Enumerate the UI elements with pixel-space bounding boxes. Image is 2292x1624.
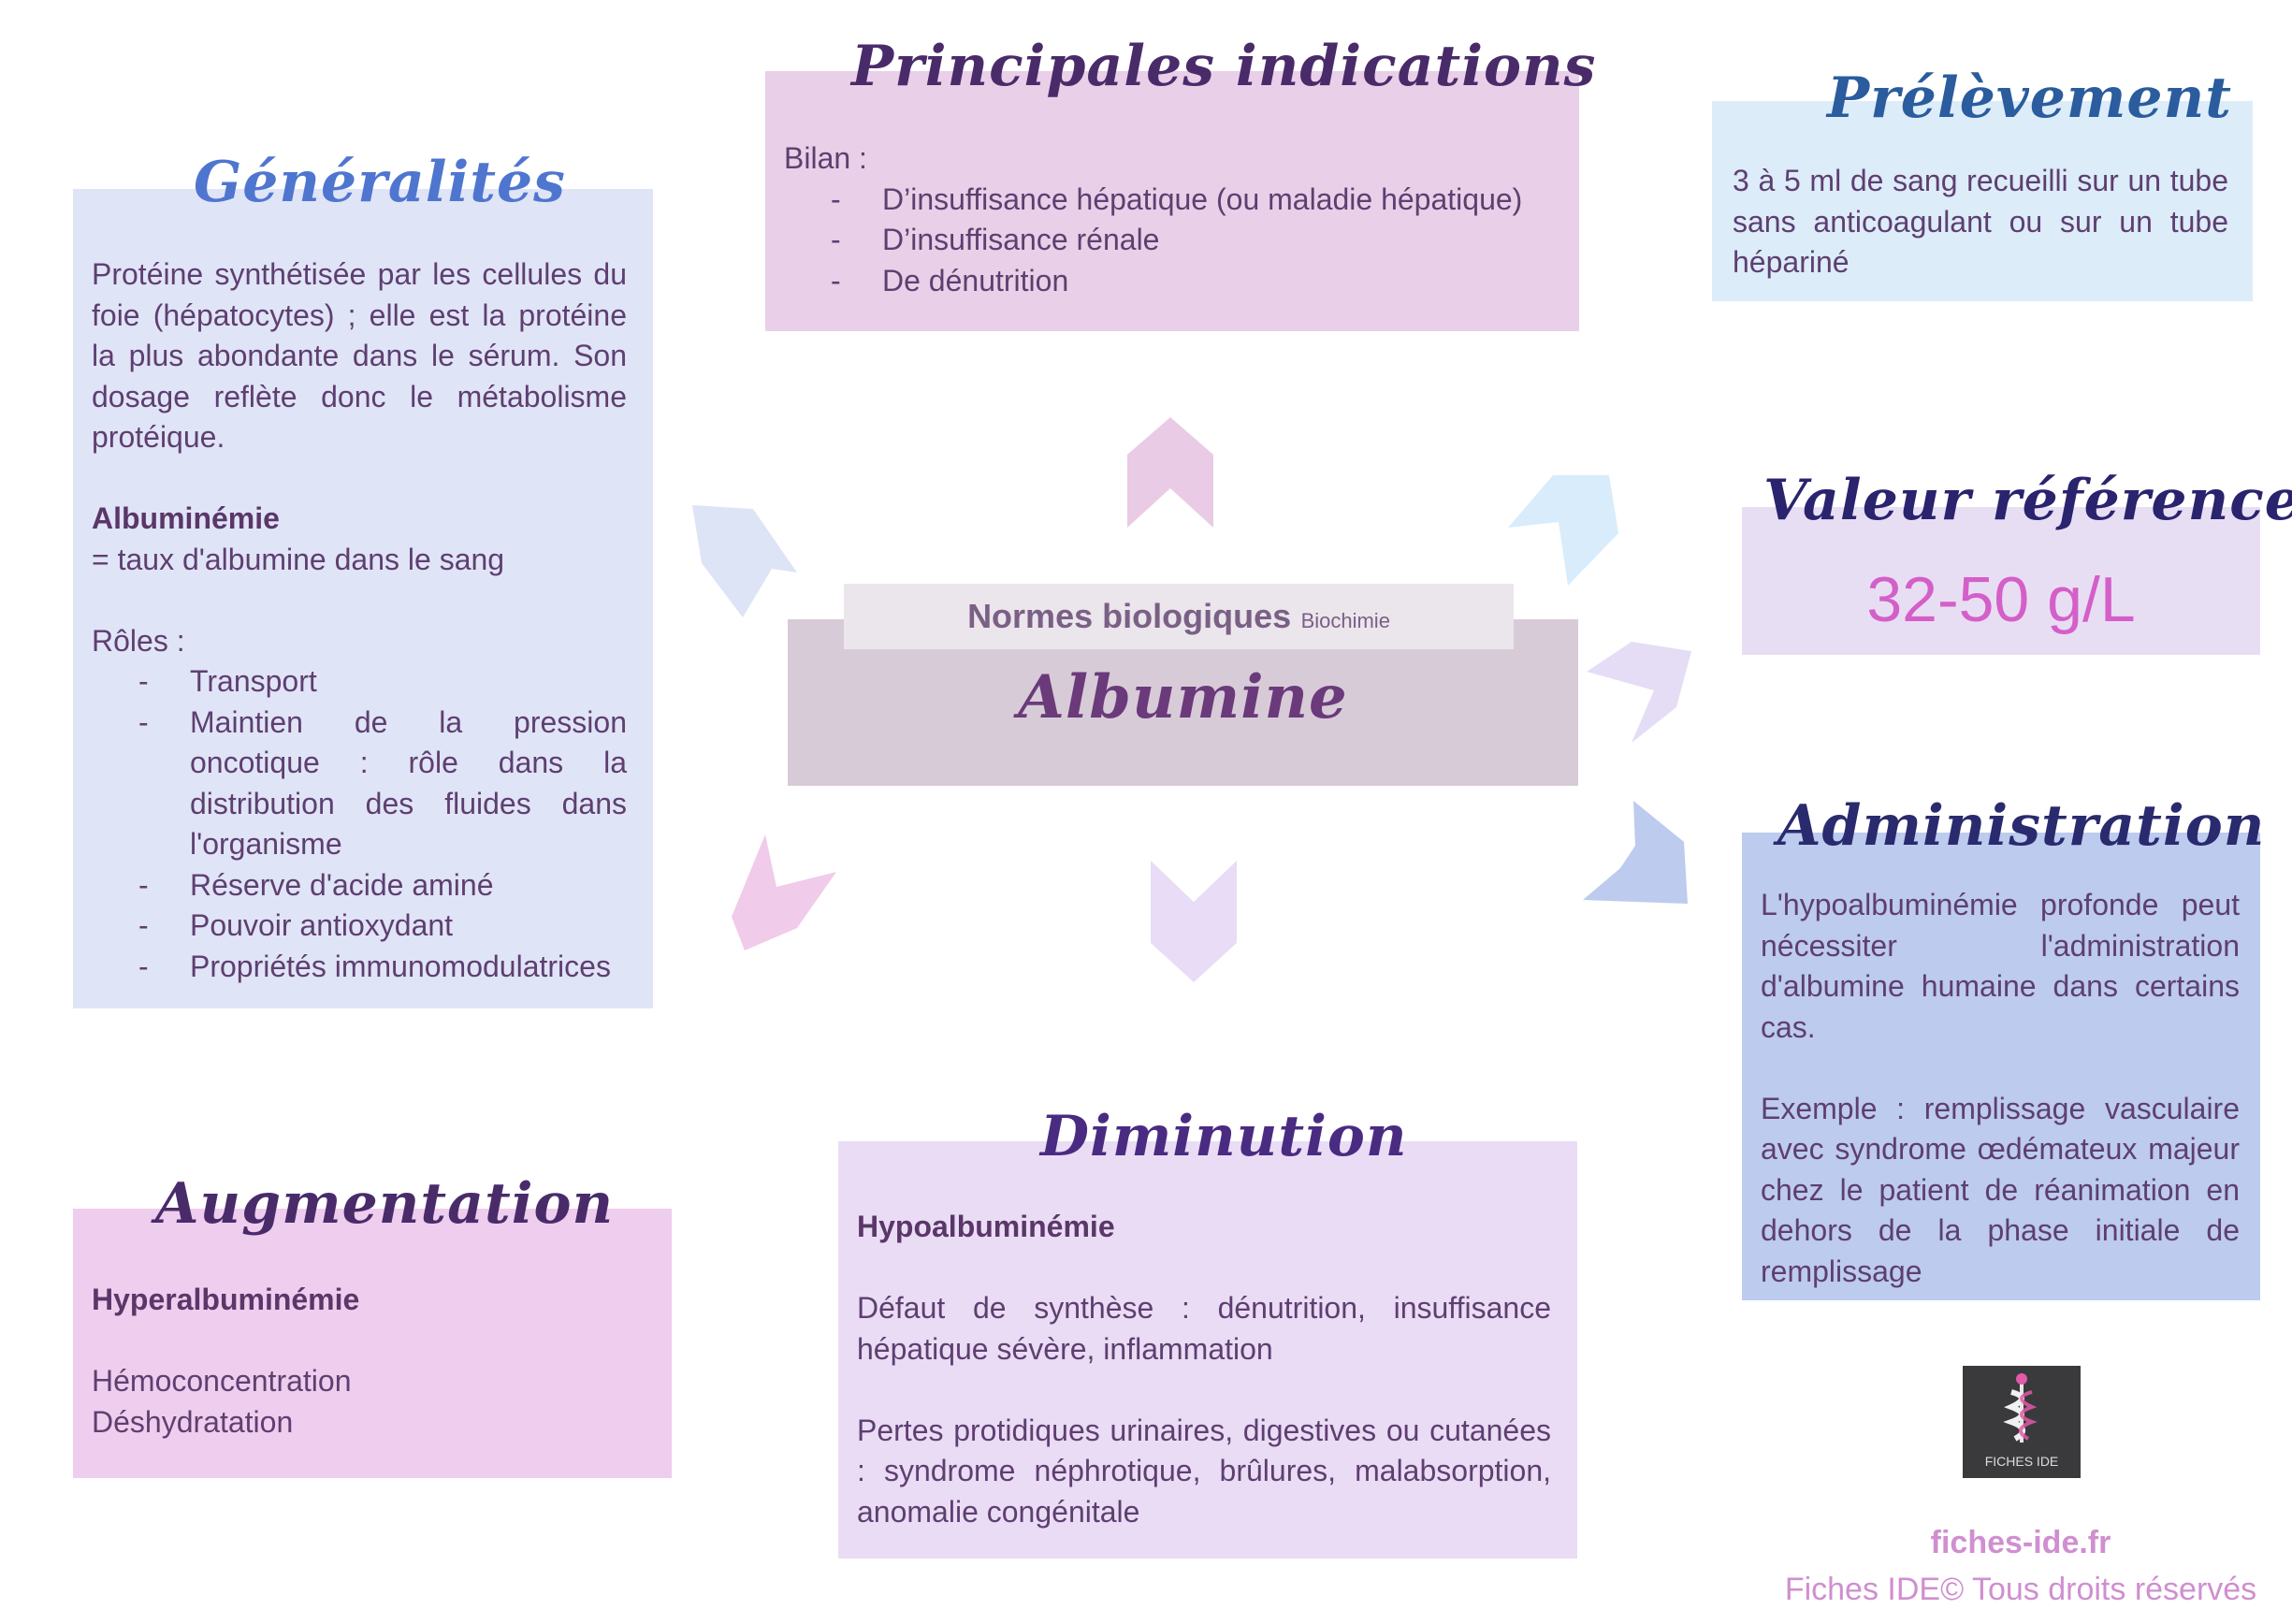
prelevement-panel: 3 à 5 ml de sang recueilli sur un tube s… (1712, 101, 2253, 301)
list-item: D’insuffisance rénale (784, 220, 1570, 261)
hypoalbuminemie-term: Hypoalbuminémie (857, 1210, 1115, 1243)
prelevement-title: Prélèvement (1827, 65, 2232, 131)
indications-lead: Bilan : (784, 141, 867, 175)
diminution-title: Diminution (1040, 1104, 1408, 1169)
valeur-title: Valeur référence (1763, 468, 2292, 533)
administration-body: L'hypoalbuminémie profonde peut nécessit… (1761, 885, 2240, 1292)
albuminemie-definition: = taux d'albumine dans le sang (92, 542, 505, 576)
central-title: Albumine (1018, 662, 1348, 732)
administration-p1: L'hypoalbuminémie profonde peut nécessit… (1761, 888, 2240, 1044)
prelevement-text: 3 à 5 ml de sang recueilli sur un tube s… (1733, 164, 2228, 279)
generalites-title: Généralités (194, 150, 566, 215)
site-link[interactable]: fiches-ide.fr (1930, 1525, 2111, 1560)
chevron-right-arrow (1587, 642, 1691, 743)
list-item: Maintien de la pression oncotique : rôle… (92, 703, 627, 865)
central-header-label: Normes biologiques (967, 597, 1292, 635)
chevron-up-arrow (1127, 417, 1213, 528)
indications-list: D’insuffisance hépatique (ou maladie hép… (784, 180, 1570, 302)
administration-panel: L'hypoalbuminémie profonde peut nécessit… (1742, 833, 2260, 1300)
list-item: De dénutrition (784, 261, 1570, 302)
reference-value: 32-50 g/L (1866, 564, 2136, 635)
caduceus-icon (2003, 1373, 2038, 1443)
diminution-panel: Hypoalbuminémie Défaut de synthèse : dén… (838, 1141, 1577, 1559)
generalites-panel: Protéine synthétisée par les cellules du… (73, 189, 653, 1008)
chevron-upper-left-arrow (692, 505, 797, 617)
augmentation-line: Hémoconcentration (92, 1364, 352, 1398)
list-item: Réserve d'acide aminé (92, 865, 627, 906)
augmentation-title: Augmentation (155, 1171, 615, 1237)
chevron-down-arrow (1151, 861, 1237, 982)
rights-text: Fiches IDE© Tous droits réservés (1784, 1572, 2257, 1607)
chevron-upper-right-arrow (1508, 475, 1618, 586)
roles-list: Transport Maintien de la pression oncoti… (92, 661, 627, 987)
logo-text: FICHES IDE (1984, 1454, 2059, 1469)
list-item: Pouvoir antioxydant (92, 906, 627, 947)
diminution-body: Hypoalbuminémie Défaut de synthèse : dén… (857, 1207, 1551, 1532)
generalites-intro: Protéine synthétisée par les cellules du… (92, 257, 627, 454)
valeur-panel: 32-50 g/L (1742, 507, 2260, 655)
generalites-body: Protéine synthétisée par les cellules du… (92, 254, 627, 987)
central-header-small: Biochimie (1300, 609, 1390, 632)
prelevement-body: 3 à 5 ml de sang recueilli sur un tube s… (1733, 161, 2228, 283)
indications-panel: Bilan : D’insuffisance hépatique (ou mal… (765, 71, 1579, 331)
list-item: Propriétés immunomodulatrices (92, 947, 627, 988)
list-item: Transport (92, 661, 627, 703)
hyperalbuminemie-term: Hyperalbuminémie (92, 1283, 360, 1316)
chevron-lower-right-arrow (1583, 801, 1688, 904)
list-item: D’insuffisance hépatique (ou maladie hép… (784, 180, 1570, 221)
administration-p2: Exemple : remplissage vasculaire avec sy… (1761, 1091, 2240, 1288)
central-header: Normes biologiques Biochimie (844, 584, 1514, 649)
augmentation-body: Hyperalbuminémie Hémoconcentration Déshy… (92, 1280, 653, 1443)
chevron-lower-left-arrow (732, 834, 836, 950)
indications-body: Bilan : D’insuffisance hépatique (ou mal… (784, 138, 1570, 301)
fiches-ide-logo: FICHES IDE (1963, 1366, 2081, 1478)
augmentation-line: Déshydratation (92, 1404, 294, 1439)
diminution-p1: Défaut de synthèse : dénutrition, insuff… (857, 1291, 1551, 1366)
roles-label: Rôles : (92, 623, 185, 658)
albuminemie-term: Albuminémie (92, 501, 280, 535)
administration-title: Administration (1777, 793, 2266, 859)
augmentation-panel: Hyperalbuminémie Hémoconcentration Déshy… (73, 1209, 672, 1478)
diminution-p2: Pertes protidiques urinaires, digestives… (857, 1413, 1551, 1529)
indications-title: Principales indications (851, 34, 1597, 99)
